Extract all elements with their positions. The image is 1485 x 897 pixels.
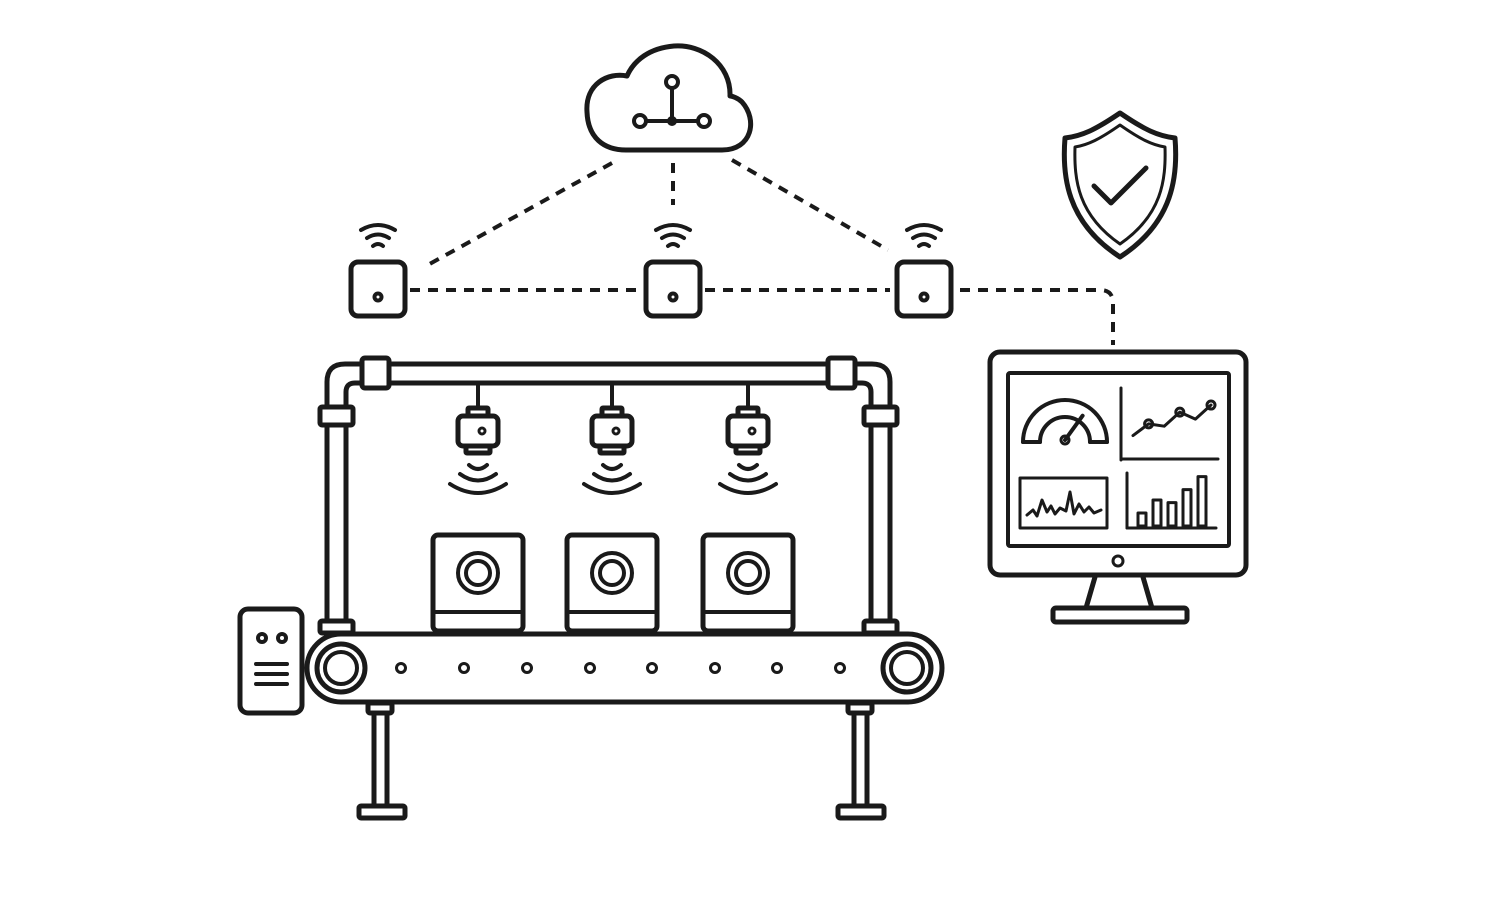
waveform-widget bbox=[1018, 476, 1109, 530]
overhead-scanner-icon bbox=[718, 383, 778, 495]
cloud-node-right bbox=[696, 113, 712, 129]
cloud-to-sensor-right-link bbox=[731, 158, 889, 252]
conveyor-leg-left bbox=[356, 700, 408, 821]
monitor-power-led bbox=[1111, 554, 1125, 568]
security-shield-check-icon bbox=[1061, 110, 1179, 260]
product-box-icon bbox=[700, 532, 796, 634]
cloud-network-icon bbox=[584, 43, 754, 153]
frame-joint-right bbox=[825, 355, 858, 391]
monitor-neck bbox=[1083, 574, 1155, 611]
line-chart-point bbox=[1205, 399, 1217, 411]
line-chart-widget bbox=[1131, 399, 1217, 438]
network-links bbox=[410, 158, 1115, 345]
gauge-widget bbox=[1021, 398, 1109, 446]
wifi-signal-icon bbox=[905, 223, 943, 248]
monitor-stand bbox=[1050, 605, 1190, 625]
overhead-scanner-icon bbox=[448, 383, 508, 495]
monitor-screen bbox=[1006, 371, 1231, 548]
frame-joint-left bbox=[359, 355, 392, 391]
wifi-signal-icon bbox=[654, 223, 692, 248]
gantry-frame bbox=[317, 355, 900, 636]
bar-chart-bar bbox=[1196, 475, 1208, 528]
conveyor-roller-right bbox=[880, 641, 934, 695]
bar-chart-widget bbox=[1125, 471, 1218, 530]
overhead-scanner-icon bbox=[582, 383, 642, 495]
conveyor-belt-icon bbox=[304, 631, 945, 821]
control-panel-icon bbox=[237, 606, 305, 716]
wifi-signal-icon bbox=[359, 223, 397, 248]
conveyor-leg-right bbox=[835, 700, 887, 821]
wireless-sensor-icon bbox=[348, 223, 408, 319]
check-mark-icon bbox=[1091, 165, 1149, 206]
bar-chart-bar bbox=[1151, 498, 1163, 528]
bar-chart-bar bbox=[1181, 488, 1193, 528]
product-box-icon bbox=[430, 532, 526, 634]
sensor-right-to-monitor-link bbox=[960, 288, 1115, 345]
analytics-dashboard-monitor-icon bbox=[987, 349, 1249, 625]
wireless-sensor-icon bbox=[894, 223, 954, 319]
bar-chart-bar bbox=[1166, 501, 1178, 528]
bar-chart-bar bbox=[1136, 511, 1148, 528]
belt-rivets bbox=[395, 662, 846, 674]
line-chart-point bbox=[1143, 418, 1155, 430]
wireless-sensor-icon bbox=[643, 223, 703, 319]
sensor-nodes bbox=[348, 223, 954, 319]
cloud-node-left bbox=[632, 113, 648, 129]
scan-stations bbox=[430, 383, 796, 634]
product-box-icon bbox=[564, 532, 660, 634]
line-chart-point bbox=[1174, 406, 1186, 418]
conveyor-roller-left bbox=[314, 641, 368, 695]
monitor-bezel bbox=[987, 349, 1249, 578]
cloud-to-sensor-left-link bbox=[425, 161, 613, 268]
conveyor-belt bbox=[304, 631, 945, 705]
